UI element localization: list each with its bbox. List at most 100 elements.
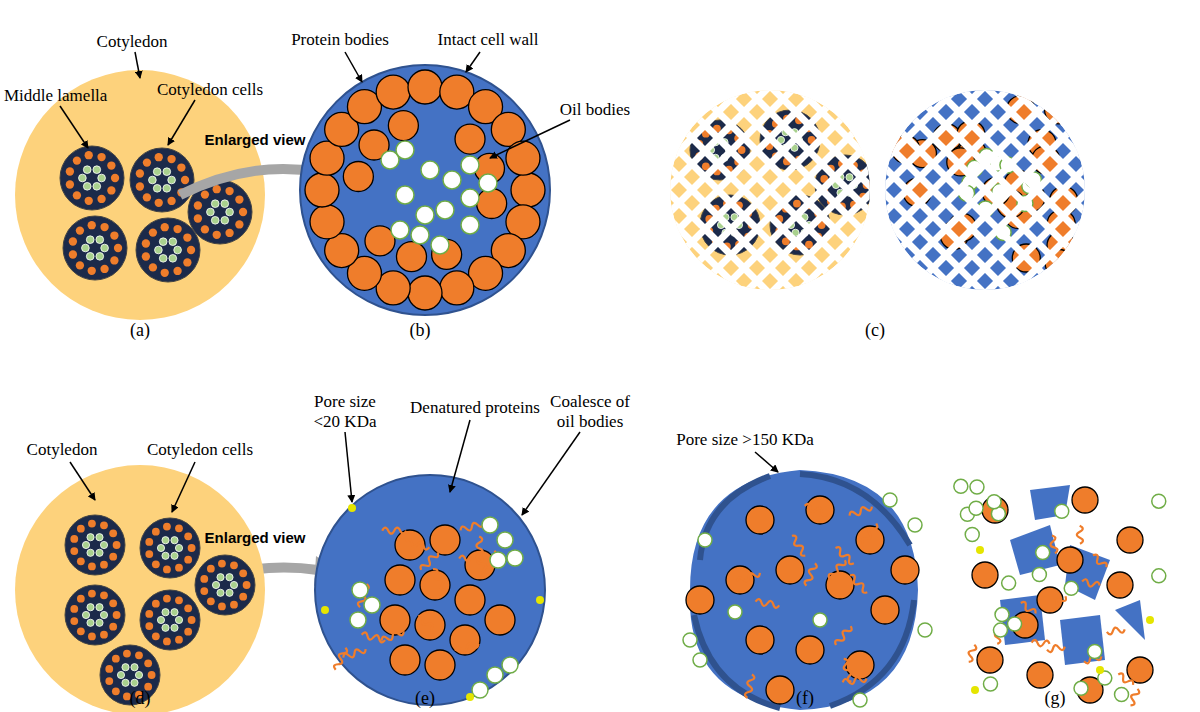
oil-dot: [171, 537, 178, 544]
oil-dot: [93, 182, 101, 190]
denatured-protein: [1050, 594, 1067, 611]
oil-dot: [162, 552, 169, 559]
oil-body: [813, 613, 827, 627]
oil-body: [1088, 644, 1102, 658]
protein-dot: [163, 595, 171, 603]
pore: [1146, 616, 1154, 624]
protein-body: [455, 124, 485, 154]
oil-dot: [96, 534, 103, 541]
oil-dot: [131, 679, 138, 686]
oil-dot: [159, 238, 167, 246]
protein-body: [856, 526, 884, 554]
protein-dot: [239, 569, 247, 577]
denatured-protein: [361, 632, 386, 643]
breakage-line: [787, 70, 1027, 310]
oil-dot: [87, 604, 94, 611]
protein-dot: [181, 176, 189, 184]
protein-dot: [184, 604, 192, 612]
protein-dot: [100, 591, 108, 599]
oil-dot: [155, 246, 163, 254]
breakage-line: [683, 70, 923, 310]
oil-body: [1074, 681, 1088, 695]
part-label: Coalesce of oil bodies: [540, 392, 640, 431]
oil-body: [411, 226, 429, 244]
protein-dot: [142, 252, 150, 260]
protein-dot: [88, 562, 96, 570]
breakage-line: [735, 70, 975, 310]
oil-dot: [169, 238, 177, 246]
breakage-line: [676, 70, 916, 310]
pore: [348, 504, 356, 512]
protein-dot: [243, 581, 251, 589]
protein-dot: [77, 595, 85, 603]
wall-fragment: [1115, 600, 1145, 640]
protein-dot: [88, 221, 96, 229]
part-label: Enlarged view: [205, 131, 306, 148]
protein-dot: [235, 220, 243, 228]
protein-dot: [200, 575, 208, 583]
protein-dot: [239, 593, 247, 601]
oil-dot: [157, 616, 164, 623]
protein-dot: [149, 263, 157, 271]
oil-body: [507, 550, 523, 566]
denatured-protein: [744, 674, 754, 699]
oil-dot: [171, 609, 178, 616]
oil-dot: [211, 200, 219, 208]
protein-dot: [77, 627, 85, 635]
protein-dot: [218, 602, 226, 610]
denatured-protein: [827, 558, 847, 580]
protein-body: [726, 566, 754, 594]
breakage-line: [520, 70, 760, 310]
protein-dot: [110, 231, 118, 239]
protein-body: [796, 636, 824, 664]
denatured-protein: [1047, 644, 1066, 653]
denatured-protein: [834, 624, 854, 647]
cell-shape: [315, 475, 545, 705]
protein-body: [746, 626, 774, 654]
breakage-line: [657, 70, 897, 310]
oil-dot: [221, 216, 229, 224]
protein-dot: [173, 267, 181, 275]
protein-dot: [109, 529, 117, 537]
oil-body: [497, 532, 513, 548]
protein-body: [388, 111, 418, 141]
breakage-line: [676, 70, 916, 310]
protein-body: [455, 585, 485, 615]
oil-body: [853, 693, 867, 707]
oil-body: [443, 171, 461, 189]
protein-body: [1117, 527, 1143, 553]
protein-dot: [187, 246, 195, 254]
oil-body: [421, 161, 439, 179]
oil-body: [416, 206, 434, 224]
oil-dot: [226, 208, 234, 216]
protein-dot: [144, 659, 152, 667]
cotyledon-shape: [15, 70, 265, 320]
breakage-line: [468, 70, 708, 310]
protein-dot: [70, 617, 78, 625]
part-label: Cotyledon cells: [147, 440, 253, 460]
protein-dot: [113, 611, 121, 619]
protein-dot: [85, 151, 93, 159]
denatured-protein: [382, 528, 406, 534]
breakage-line: [995, 70, 1200, 310]
oil-body: [472, 682, 488, 698]
pore: [536, 596, 544, 604]
protein-body: [511, 173, 545, 207]
protein-dot: [70, 535, 78, 543]
breakage-line: [917, 70, 1157, 310]
protein-dot: [230, 601, 238, 609]
part-label: Denatured proteins: [410, 398, 540, 418]
protein-dot: [201, 190, 209, 198]
protein-dot: [110, 256, 118, 264]
protein-body: [1127, 657, 1153, 683]
oil-body: [1152, 569, 1166, 583]
denatured-protein: [842, 676, 867, 686]
protein-body: [871, 596, 899, 624]
denatured-protein: [804, 503, 829, 516]
denatured-protein: [804, 562, 818, 587]
protein-dot: [230, 561, 238, 569]
oil-dot: [96, 252, 104, 260]
oil-dot: [207, 208, 215, 216]
denatured-protein: [430, 568, 448, 592]
